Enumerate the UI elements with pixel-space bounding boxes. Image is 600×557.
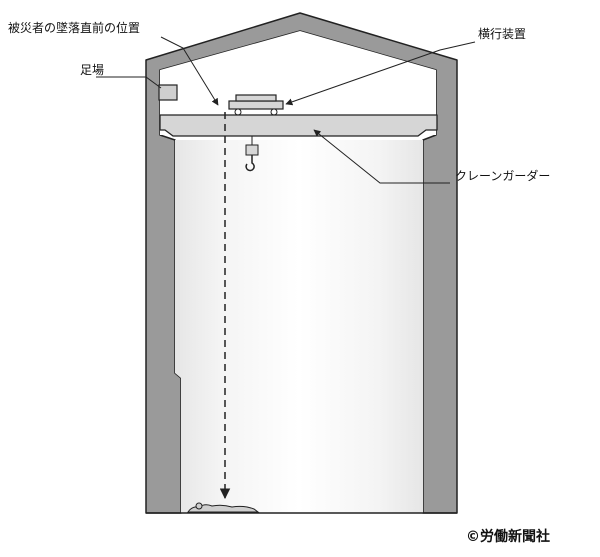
label-crane-girder: クレーンガーダー xyxy=(455,169,551,183)
building-interior xyxy=(175,140,423,513)
crane-girder xyxy=(159,114,438,137)
copyright-credit: ©労働新聞社 xyxy=(466,529,550,545)
hook-icon xyxy=(245,155,255,172)
leader-trolley xyxy=(285,41,476,106)
label-scaffold: 足場 xyxy=(80,63,105,77)
trolley-top xyxy=(235,94,277,102)
trolley-base xyxy=(228,100,284,110)
trolley-wheel-right xyxy=(270,108,278,116)
trolley-wheel-left xyxy=(234,108,242,116)
victim-head xyxy=(195,502,203,510)
leader-scaffold xyxy=(96,76,162,89)
leader-girder xyxy=(313,129,450,184)
scaffold-box xyxy=(158,84,178,101)
hook-block xyxy=(245,144,259,156)
leader-fall-position xyxy=(160,36,219,106)
label-trolley: 横行装置 xyxy=(478,27,527,41)
label-fall-position: 被災者の墜落直前の位置 xyxy=(8,21,141,35)
